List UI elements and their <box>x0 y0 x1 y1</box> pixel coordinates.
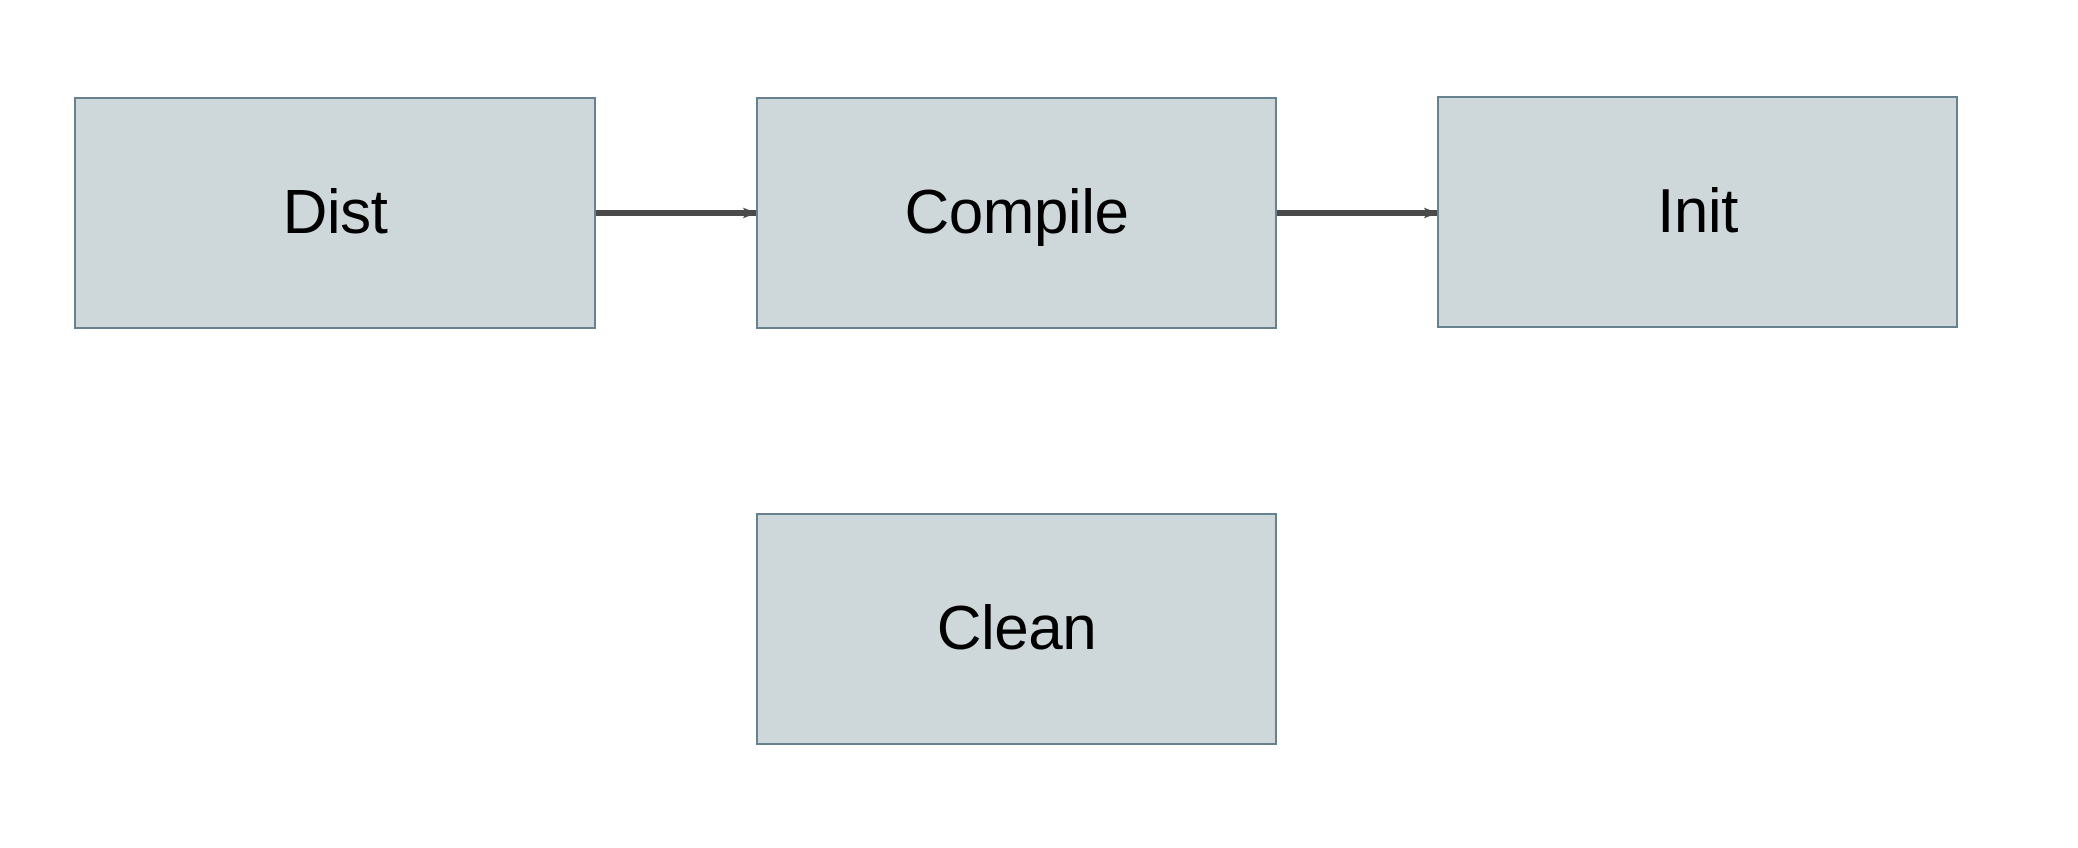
node-compile-label: Compile <box>904 178 1129 247</box>
node-compile[interactable]: Compile <box>756 97 1277 329</box>
node-dist-label: Dist <box>282 178 388 247</box>
node-clean[interactable]: Clean <box>756 513 1277 745</box>
node-clean-label: Clean <box>936 594 1097 663</box>
node-init[interactable]: Init <box>1437 96 1958 328</box>
node-init-label: Init <box>1657 177 1738 246</box>
node-dist[interactable]: Dist <box>74 97 596 329</box>
